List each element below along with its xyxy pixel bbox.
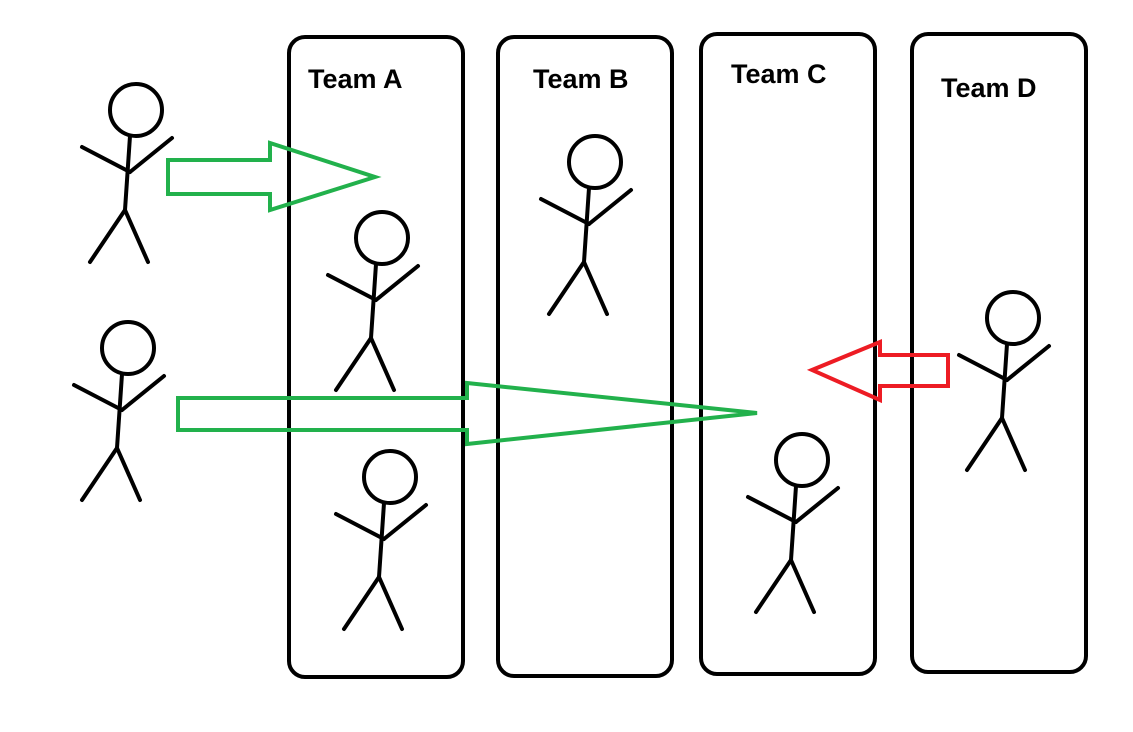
join-arrow-to-team-a — [166, 140, 382, 213]
left-leg — [88, 208, 127, 264]
team-a-box — [287, 35, 465, 679]
right-leg — [123, 208, 150, 264]
left-arm — [334, 512, 386, 541]
team-d-label: Team D — [941, 73, 1037, 103]
head — [354, 210, 410, 266]
stick-figure-team-b-person — [539, 134, 633, 316]
head — [108, 82, 164, 138]
right-leg — [115, 446, 142, 502]
team-b-box — [496, 35, 674, 678]
left-arm — [957, 353, 1009, 382]
leave-arrow-from-team-d — [806, 339, 950, 404]
stick-figure-unassigned-person-1 — [80, 82, 174, 264]
left-arm — [72, 383, 124, 412]
right-leg — [789, 558, 816, 614]
left-arm — [539, 197, 591, 226]
right-leg — [369, 336, 396, 392]
team-a-label: Team A — [308, 64, 403, 94]
right-leg — [582, 260, 609, 316]
stick-figure-team-d-person — [957, 290, 1051, 472]
right-arm — [382, 503, 428, 541]
right-arm — [374, 264, 420, 302]
team-c-column: Team C — [699, 32, 877, 676]
body — [115, 372, 124, 450]
body — [582, 186, 591, 264]
stick-figure-unassigned-person-2 — [72, 320, 166, 502]
right-arm — [1005, 344, 1051, 382]
head — [985, 290, 1041, 346]
right-arm — [587, 188, 633, 226]
left-leg — [80, 446, 119, 502]
right-arm — [120, 374, 166, 412]
team-b-label: Team B — [533, 64, 629, 94]
left-leg — [547, 260, 586, 316]
team-c-label: Team C — [731, 59, 827, 89]
body — [377, 501, 386, 579]
left-arm — [746, 495, 798, 524]
team-c-box — [699, 32, 877, 676]
head — [362, 449, 418, 505]
team-b-column: Team B — [496, 35, 674, 678]
stick-figure-team-a-person-1 — [326, 210, 420, 392]
left-leg — [754, 558, 793, 614]
body — [369, 262, 378, 340]
stick-figure-team-a-person-2 — [334, 449, 428, 631]
body — [123, 134, 132, 212]
stick-figure-team-c-person — [746, 432, 840, 614]
right-leg — [377, 575, 404, 631]
left-leg — [342, 575, 381, 631]
right-arm — [794, 486, 840, 524]
head — [774, 432, 830, 488]
left-leg — [965, 416, 1004, 472]
team-a-column: Team A — [287, 35, 465, 679]
head — [100, 320, 156, 376]
join-arrow-to-team-c — [176, 380, 758, 447]
body — [1000, 342, 1009, 420]
left-leg — [334, 336, 373, 392]
left-arm — [80, 145, 132, 174]
left-arm — [326, 273, 378, 302]
right-leg — [1000, 416, 1027, 472]
head — [567, 134, 623, 190]
body — [789, 484, 798, 562]
right-arm — [128, 136, 174, 174]
